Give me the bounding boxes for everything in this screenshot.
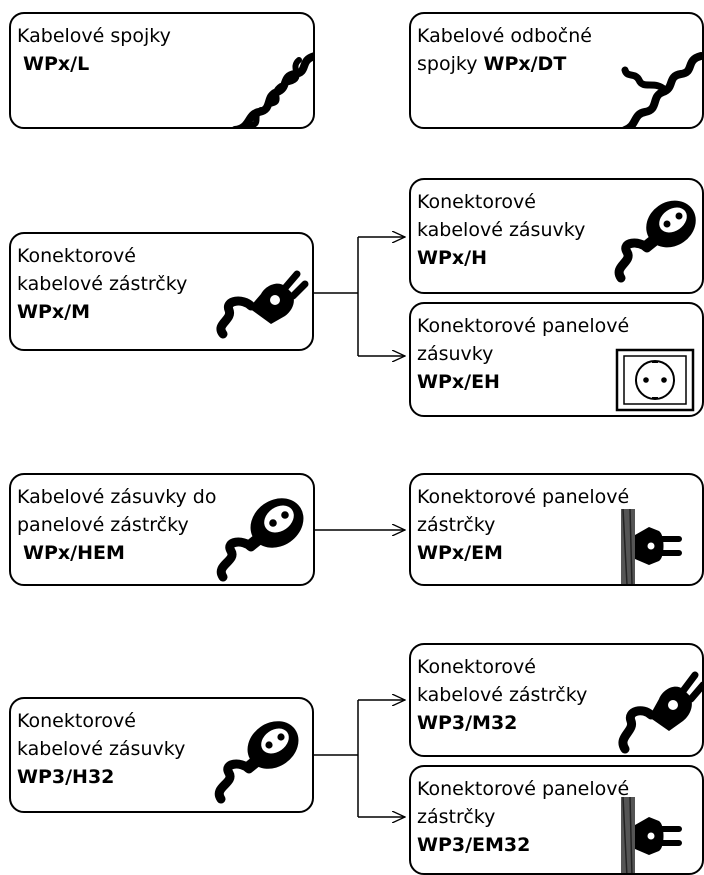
socket-icon	[214, 721, 299, 804]
box-connector-panel-sockets: Konektorové panelové zásuvky WPx/EH	[409, 302, 704, 417]
box-label: zástrčky	[417, 806, 496, 828]
box-code: WP3/M32	[417, 712, 518, 734]
box-wp3-panel-plugs: Konektorové panelové zástrčky WP3/EM32	[409, 765, 704, 875]
box-label: panelové zástrčky	[17, 514, 189, 536]
box-label: Konektorové panelové	[417, 315, 630, 337]
box-label: Kabelové spojky	[17, 25, 171, 47]
panel-socket-icon	[615, 348, 695, 412]
box-code: WPx/HEM	[23, 542, 125, 564]
box-connector-cable-sockets: Konektorové kabelové zásuvky WPx/H	[409, 178, 704, 294]
box-label: Konektorové	[17, 710, 136, 732]
socket-icon	[614, 200, 696, 283]
box-label: kabelové zásuvky	[417, 219, 586, 241]
box-code: WPx/M	[17, 301, 90, 323]
box-label: Konektorové	[417, 656, 536, 678]
box-label: Konektorové panelové	[417, 778, 630, 800]
box-label: Kabelové odbočné	[417, 25, 592, 47]
box-label: kabelové zástrčky	[17, 273, 188, 295]
cable-branch-icon	[621, 52, 702, 127]
box-connector-panel-plugs: Konektorové panelové zástrčky WPx/EM	[409, 473, 704, 586]
box-wp3-cable-plugs: Konektorové kabelové zástrčky WP3/M32	[409, 643, 704, 757]
cable-coil-icon	[232, 52, 313, 127]
box-label: kabelové zástrčky	[417, 684, 588, 706]
box-label: Konektorové	[17, 245, 136, 267]
box-code: WPx/EM	[417, 542, 503, 564]
box-label: zástrčky	[417, 514, 496, 536]
box-label: Konektorové	[417, 191, 536, 213]
socket-icon	[216, 498, 304, 582]
box-code: WP3/EM32	[417, 834, 531, 856]
panel-plug-icon	[621, 797, 682, 873]
box-label: Konektorové panelové	[417, 486, 630, 508]
panel-plug-icon	[621, 509, 682, 584]
box-label: kabelové zásuvky	[17, 738, 186, 760]
box-cable-couplers: Kabelové spojky WPx/L	[9, 12, 315, 129]
box-code: WPx/DT	[483, 53, 567, 75]
plug-icon	[216, 270, 309, 339]
box-wp3-cable-sockets: Konektorové kabelové zásuvky WP3/H32	[9, 697, 314, 813]
box-code: WPx/H	[417, 247, 487, 269]
box-code: WPx/EH	[417, 371, 500, 393]
box-label: zásuvky	[417, 343, 494, 365]
box-code: WP3/H32	[17, 766, 115, 788]
box-cable-branch-couplers: Kabelové odbočné spojky WPx/DT	[409, 12, 704, 129]
box-connector-cable-plugs: Konektorové kabelové zástrčky WPx/M	[9, 232, 314, 351]
box-label: Kabelové zásuvky do	[17, 486, 217, 508]
plug-icon	[618, 671, 702, 754]
box-cable-sockets-panel-plugs: Kabelové zásuvky do panelové zástrčky WP…	[9, 473, 315, 586]
box-label: spojky	[417, 53, 478, 75]
box-code: WPx/L	[23, 53, 90, 75]
